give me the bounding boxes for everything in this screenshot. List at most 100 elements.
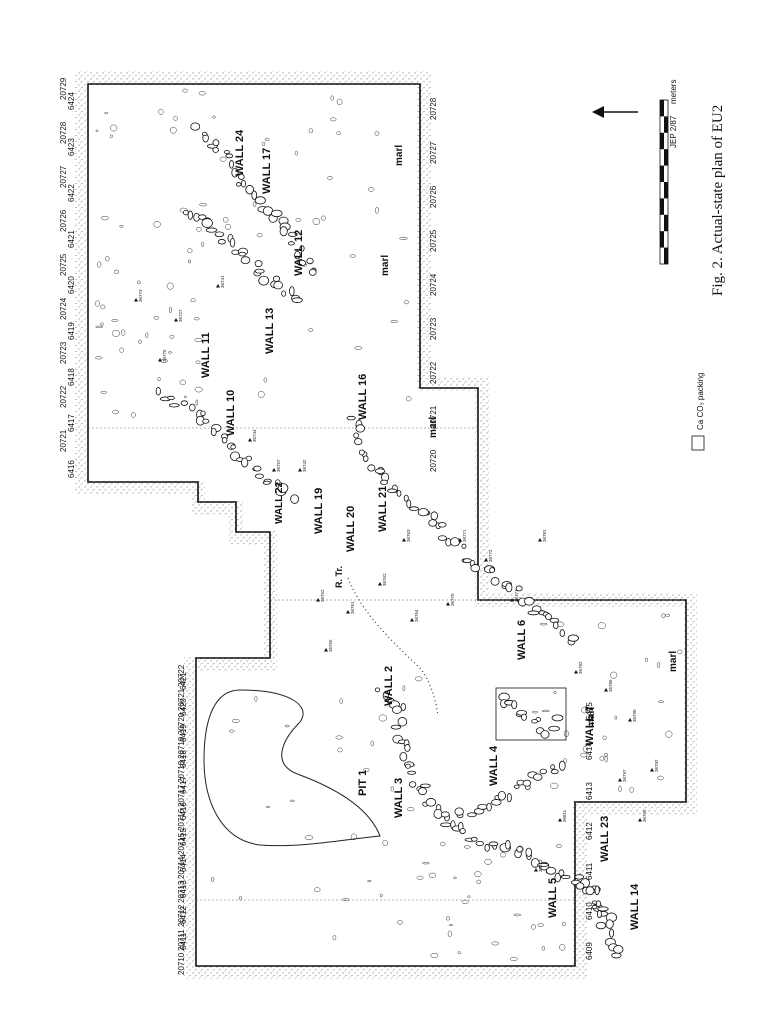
stone [453, 876, 457, 880]
scale-segment [664, 214, 668, 232]
stone [251, 190, 258, 200]
stone [552, 621, 559, 630]
stone [447, 930, 452, 938]
stone [545, 866, 557, 875]
wall-labels: WALL 24 WALL 17 WALL 12 WALL 13 WALL 11 … [200, 129, 641, 930]
stone [231, 249, 240, 255]
stone [235, 182, 242, 187]
stone [131, 412, 136, 418]
grid-label-top: 20723 [59, 341, 68, 364]
stone [202, 418, 210, 424]
stone [438, 522, 447, 528]
grid-label-south: 20711 [177, 929, 186, 951]
grid-label-west: 6421 [179, 672, 188, 690]
wall-label-7: WALL 7 [584, 706, 596, 746]
stone [470, 564, 481, 573]
marl-label: marl [380, 255, 391, 276]
point-label: 36811 [562, 809, 567, 822]
stone [155, 387, 161, 396]
stone [275, 479, 281, 486]
stone [95, 356, 103, 360]
stone [354, 437, 363, 446]
stone [656, 661, 661, 669]
point-marker [538, 538, 542, 542]
stone [104, 256, 110, 262]
stone [308, 268, 317, 276]
stone [110, 124, 118, 132]
stone [440, 841, 446, 847]
stone [467, 895, 471, 898]
excavation-outline [87, 83, 687, 967]
stone [168, 403, 180, 408]
stone [240, 179, 246, 188]
stone [312, 217, 321, 225]
wall-label-24: WALL 24 [234, 129, 246, 176]
stone [550, 782, 559, 789]
stone [354, 346, 363, 350]
grid-label-north: 6416 [67, 460, 76, 478]
stone [201, 218, 213, 228]
stone [430, 511, 439, 521]
grid-label-west: 6420 [179, 698, 188, 716]
point-label: 36775 [162, 349, 167, 362]
point-marker [510, 598, 514, 602]
point-label: 36812 [538, 859, 543, 872]
grid-label-lower-east: 6413 [585, 782, 594, 800]
stone [404, 744, 411, 752]
packing-area [495, 687, 567, 741]
stone [597, 906, 609, 912]
grid-label-north: 6423 [67, 138, 76, 156]
stone [550, 769, 559, 775]
point-marker [484, 558, 488, 562]
stone [231, 167, 239, 178]
stone [402, 685, 406, 692]
stone [405, 396, 412, 402]
stone [187, 210, 193, 220]
stone [355, 424, 366, 433]
point-marker [402, 538, 406, 542]
grid-label-lower-east: 6410 [585, 902, 594, 920]
stone [440, 822, 452, 828]
stone [575, 882, 585, 890]
stone [591, 904, 598, 910]
grid-label-south: 20715 [177, 832, 186, 855]
stone [168, 306, 172, 314]
stone [603, 753, 609, 757]
stone [173, 115, 178, 121]
stone [241, 457, 249, 468]
grid-label-east: 20726 [429, 185, 438, 208]
stone [561, 921, 566, 927]
stone [187, 248, 193, 253]
stone [513, 784, 520, 789]
stone [252, 201, 257, 208]
stone [350, 833, 357, 841]
stone [390, 785, 394, 792]
stipple-band [75, 71, 697, 979]
stone [527, 610, 540, 616]
point-label: 36770 [450, 593, 455, 606]
scale-bar: meters JEP 2/87 [659, 80, 678, 265]
stone [255, 473, 264, 479]
stone [522, 779, 532, 787]
grid-label-east: 20721 [429, 405, 438, 428]
grid-label-lower-east: 6415 [585, 702, 594, 720]
grid-label-west: 6414 [179, 854, 188, 872]
grid-label-lower-east: 6411 [585, 862, 594, 880]
stone [457, 951, 462, 955]
stone [100, 322, 104, 326]
stone [374, 687, 381, 693]
point-label: 36771 [462, 529, 467, 542]
point-label: 36764 [414, 609, 419, 622]
stone [524, 597, 535, 606]
wall-label-6: WALL 6 [516, 620, 528, 660]
stone [406, 499, 412, 509]
point-label: 36777 [514, 589, 519, 602]
grid-lines [88, 427, 686, 901]
trench-label: R. Tr. [334, 566, 344, 588]
grid-label-lower-east: 6414 [585, 742, 594, 760]
grid-label-east: 20724 [429, 273, 438, 296]
stone [403, 494, 409, 502]
wall-label-16: WALL 16 [357, 374, 369, 420]
stone [475, 840, 484, 847]
legend-label: Ca CO₃ packing [696, 372, 705, 430]
